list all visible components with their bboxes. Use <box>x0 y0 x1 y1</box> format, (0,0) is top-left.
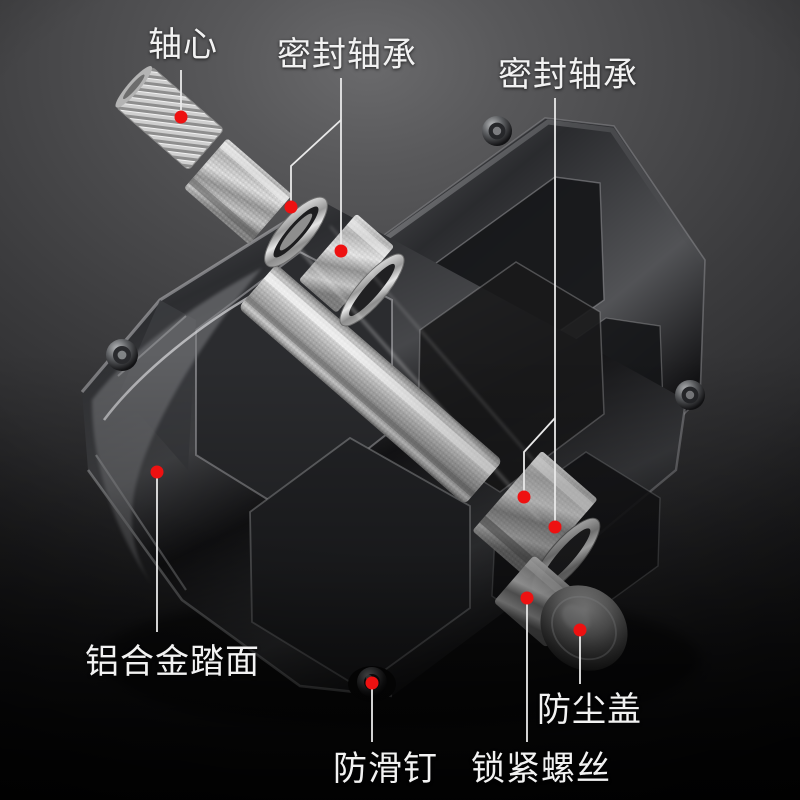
callout-dot-sealed-bearing-right <box>517 490 531 504</box>
callout-label-anti-slip-pin: 防滑钉 <box>333 750 438 788</box>
callout-label-sealed-bearing-left: 密封轴承 <box>277 36 417 74</box>
callout-label-locking-screw: 锁紧螺丝 <box>471 750 611 788</box>
callout-label-sealed-bearing-right: 密封轴承 <box>498 56 638 94</box>
leader-line-sealed-bearing-left <box>290 119 342 207</box>
callout-label-dust-cap: 防尘盖 <box>537 691 642 729</box>
callout-dot-dust-cap <box>573 623 587 637</box>
callout-dot-locking-screw <box>520 591 534 605</box>
callout-dot-aluminum-alloy-platform <box>150 465 164 479</box>
callout-dot-sealed-bearing-right-2 <box>548 520 562 534</box>
callout-label-aluminum-platform: 铝合金踏面 <box>85 643 260 681</box>
callout-dot-anti-slip-pin <box>365 676 379 690</box>
callout-dot-sealed-bearing-left <box>284 200 298 214</box>
callout-dot-spindle <box>174 110 188 124</box>
leader-line-sealed-bearing-right <box>523 417 556 497</box>
callout-dot-sealed-bearing-left-2 <box>334 244 348 258</box>
callout-label-spindle: 轴心 <box>148 26 218 64</box>
